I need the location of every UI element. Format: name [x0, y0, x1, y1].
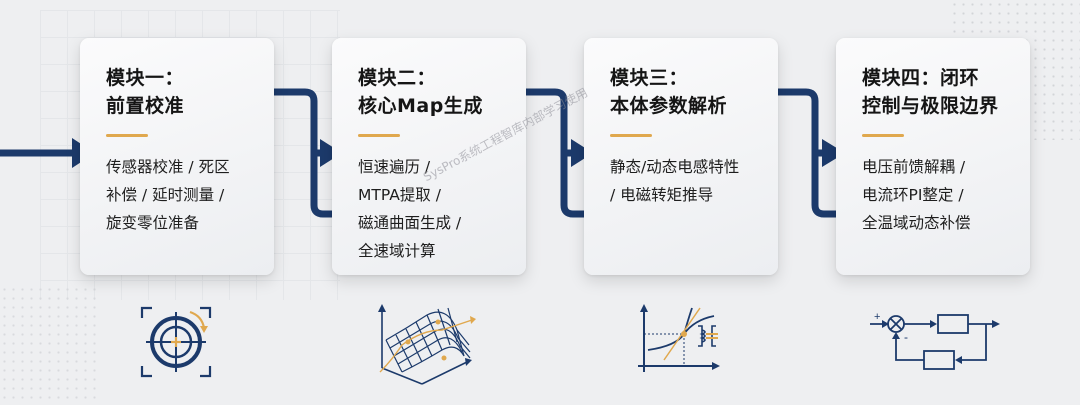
module-card-1: 模块一： 前置校准 传感器校准 / 死区 补偿 / 延时测量 / 旋变零位准备	[80, 38, 274, 275]
background-dots	[0, 285, 100, 405]
arrowhead-icon	[320, 139, 342, 167]
plus-sign: +	[874, 311, 880, 323]
module-description: 恒速遍历 / MTPA提取 / 磁通曲面生成 / 全速域计算	[358, 158, 462, 260]
inductance-curve-icon	[636, 302, 726, 386]
target-calibration-icon	[138, 304, 214, 384]
3d-surface-map-icon	[372, 300, 482, 394]
accent-divider	[610, 134, 652, 137]
module-title: 模块三： 本体参数解析	[610, 67, 728, 117]
accent-divider	[862, 134, 904, 137]
arrowhead-icon	[822, 139, 845, 167]
closed-loop-control-icon: + -	[868, 308, 1004, 376]
minus-sign: -	[904, 330, 908, 344]
module-title: 模块四：闭环 控制与极限边界	[862, 67, 999, 117]
module-description: 静态/动态电感特性 / 电磁转矩推导	[610, 158, 740, 204]
module-card-2: 模块二： 核心Map生成 恒速遍历 / MTPA提取 / 磁通曲面生成 / 全速…	[332, 38, 526, 275]
module-title: 模块一： 前置校准	[106, 67, 185, 117]
module-description: 传感器校准 / 死区 补偿 / 延时测量 / 旋变零位准备	[106, 158, 230, 232]
module-card-4: 模块四：闭环 控制与极限边界 电压前馈解耦 / 电流环PI整定 / 全温域动态补…	[836, 38, 1030, 275]
module-description: 电压前馈解耦 / 电流环PI整定 / 全温域动态补偿	[862, 158, 971, 232]
module-title: 模块二： 核心Map生成	[358, 67, 483, 117]
module-card-3: 模块三： 本体参数解析 静态/动态电感特性 / 电磁转矩推导	[584, 38, 778, 275]
arrowhead-icon	[571, 139, 593, 167]
accent-divider	[358, 134, 400, 137]
accent-divider	[106, 134, 148, 137]
